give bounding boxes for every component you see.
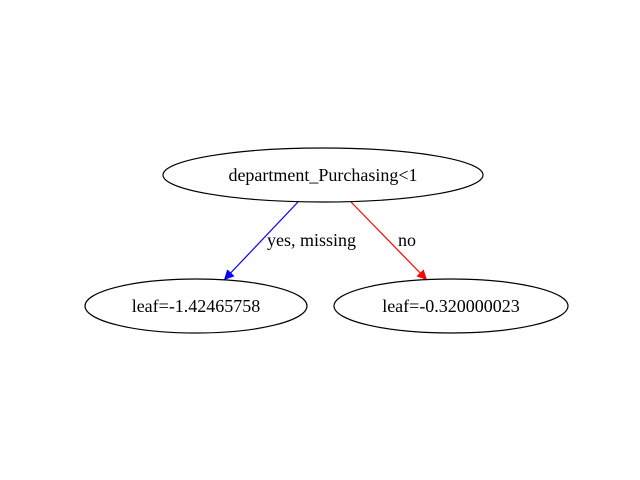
leaf-node-left-ellipse	[84, 278, 308, 334]
edge-yes-line	[223, 201, 299, 281]
leaf-node-left-label: leaf=-1.42465758	[132, 296, 261, 316]
leaf-node-right: leaf=-0.320000023	[333, 278, 569, 334]
edge-no-line	[350, 201, 428, 281]
leaf-node-left: leaf=-1.42465758	[84, 278, 308, 334]
leaf-node-right-label: leaf=-0.320000023	[382, 296, 520, 316]
edge-yes-label: yes, missing	[267, 230, 356, 250]
edge-no-label: no	[398, 230, 416, 250]
edge-yes: yes, missing	[223, 201, 356, 281]
leaf-node-right-ellipse	[333, 278, 569, 334]
root-node-ellipse	[162, 147, 484, 203]
edge-no: no	[350, 201, 428, 281]
root-node: department_Purchasing<1	[162, 147, 484, 203]
root-node-label: department_Purchasing<1	[228, 165, 417, 185]
